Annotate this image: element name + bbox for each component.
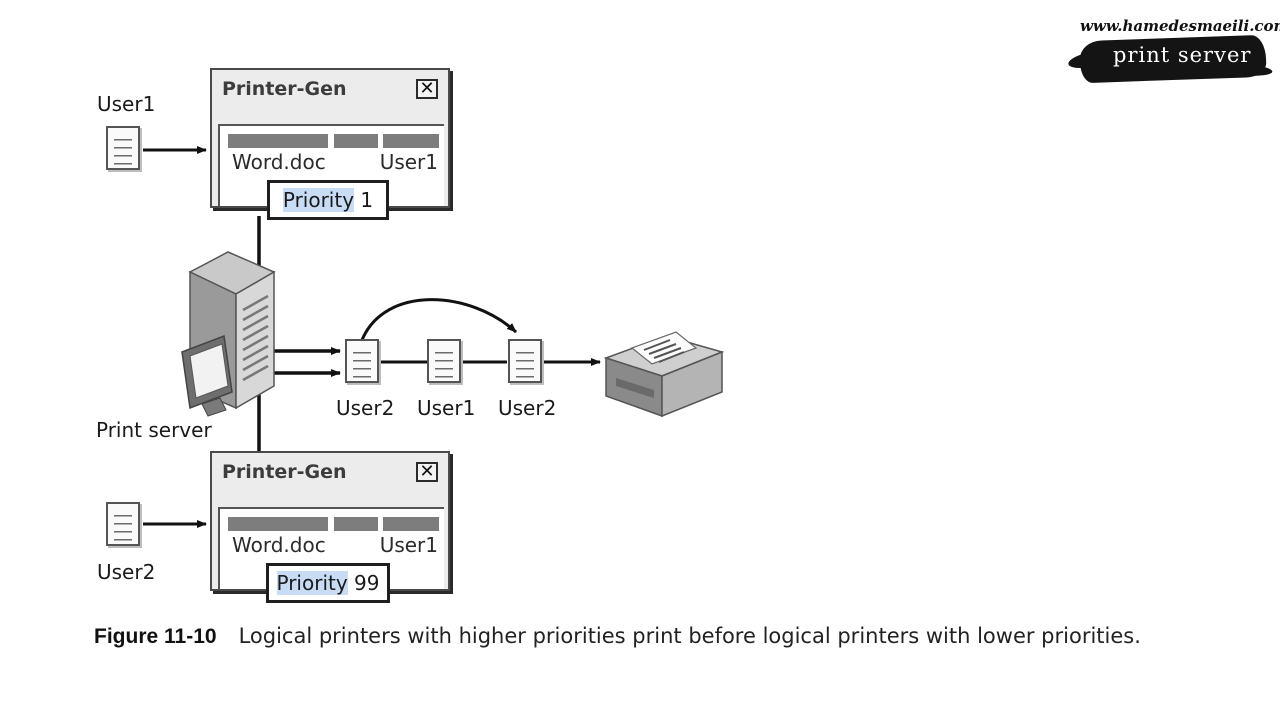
job-document: Word.doc (232, 533, 326, 557)
queue-pane: Word.doc User1 (218, 124, 444, 206)
figure-number: Figure 11-10 (94, 625, 217, 648)
column-header-bar (228, 517, 328, 531)
document-icon (345, 339, 379, 383)
close-icon[interactable]: ✕ (416, 462, 438, 482)
column-header-bar (383, 517, 439, 531)
priority-value: 1 (360, 188, 374, 212)
window-title: Printer-Gen (222, 461, 347, 483)
job-owner: User1 (379, 150, 438, 174)
printer-icon (604, 331, 725, 418)
priority-label: Priority (282, 188, 355, 212)
watermark-url: www.hamedesmaeili.com (1080, 17, 1280, 35)
document-icon (508, 339, 542, 383)
document-icon (106, 502, 140, 546)
column-header-bar (383, 134, 439, 148)
print-server-label: Print server (96, 418, 212, 442)
document-icon (106, 126, 140, 170)
document-icon (427, 339, 461, 383)
window-title: Printer-Gen (222, 78, 347, 100)
queue-user-label: User2 (336, 396, 395, 420)
column-header-bar (334, 134, 378, 148)
watermark-label: print server (1113, 43, 1252, 67)
top-sender-label: User1 (97, 92, 156, 116)
bottom-sender-label: User2 (97, 560, 156, 584)
priority-value: 99 (354, 571, 380, 595)
figure-caption: Figure 11-10 Logical printers with higher… (94, 624, 1141, 649)
close-icon[interactable]: ✕ (416, 79, 438, 99)
priority-label: Priority (276, 571, 348, 595)
reorder-curve-arrow (360, 298, 518, 341)
job-owner: User1 (379, 533, 438, 557)
priority-box: Priority 1 (267, 180, 389, 220)
column-header-bar (228, 134, 328, 148)
priority-box: Priority 99 (266, 563, 390, 603)
column-header-bar (334, 517, 378, 531)
server-icon (181, 251, 276, 417)
job-document: Word.doc (232, 150, 326, 174)
queue-user-label: User2 (498, 396, 557, 420)
figure-caption-text: Logical printers with higher priorities … (238, 624, 1141, 648)
queue-user-label: User1 (417, 396, 476, 420)
